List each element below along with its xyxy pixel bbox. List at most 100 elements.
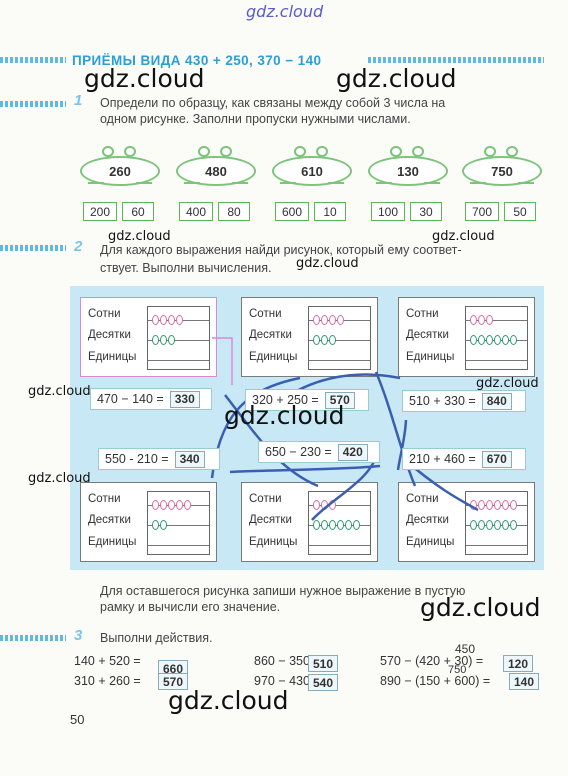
frog-right-number: 10 [314, 202, 346, 221]
task2-stripe [0, 245, 66, 251]
task3-stripe [0, 635, 66, 641]
task1-stripe [0, 101, 66, 107]
row-label-hundreds: Сотни [88, 308, 121, 320]
frog-top-number: 610 [272, 156, 352, 186]
frog-figure: 610 [272, 146, 352, 186]
frog-leg [424, 182, 440, 196]
handwritten-450: 450 [455, 642, 476, 656]
task3-answer[interactable]: 540 [308, 674, 338, 691]
watermark: gdz.cloud [476, 376, 539, 391]
abacus-rod [309, 360, 370, 361]
abacus-bead [337, 315, 344, 325]
abacus-rod [148, 340, 209, 341]
abacus-bead [321, 335, 328, 345]
task2-text-1: Для каждого выражения найди рисунок, кот… [100, 243, 462, 257]
abacus-rod [309, 545, 370, 546]
frog-top-number: 750 [462, 156, 542, 186]
abacus-bead [321, 315, 328, 325]
expression-text: 210 + 460 = [409, 452, 476, 466]
row-label-tens: Десятки [406, 329, 449, 341]
abacus-frame [147, 491, 210, 555]
abacus-bead [160, 500, 167, 510]
abacus-bead [329, 335, 336, 345]
watermark: gdz.cloud [28, 471, 91, 486]
expression-answer[interactable]: 330 [169, 390, 200, 408]
watermark-top: gdz.cloud [246, 2, 324, 21]
row-label-tens: Десятки [88, 329, 131, 341]
frog-leg [232, 182, 248, 196]
abacus-bead [160, 335, 167, 345]
abacus-bead [329, 315, 336, 325]
abacus-bead [152, 520, 159, 530]
frog-leg [184, 182, 200, 196]
row-label-tens: Десятки [249, 329, 292, 341]
frog-right-number: 60 [122, 202, 154, 221]
row-label-units: Единицы [88, 536, 137, 548]
task3-expression: 890 − (150 + 600) = [380, 674, 491, 688]
frog-figure: 480 [176, 146, 256, 186]
frog-figure: 750 [462, 146, 542, 186]
abacus-rod [148, 545, 209, 546]
abacus-bead [510, 520, 517, 530]
row-label-tens: Десятки [406, 514, 449, 526]
expression-text: 550 - 210 = [105, 452, 169, 466]
task3-answer[interactable]: 120 [503, 655, 533, 672]
expression-text: 320 + 250 = [252, 393, 319, 407]
abacus-bead [478, 500, 485, 510]
row-label-units: Единицы [406, 351, 455, 363]
abacus-rod [148, 360, 209, 361]
abacus-bead [486, 520, 493, 530]
task3-expression: 310 + 260 = [74, 674, 141, 688]
task3-answer[interactable]: 140 [509, 673, 539, 690]
frog-leg [470, 182, 486, 196]
task3-answer[interactable]: 570 [158, 673, 188, 690]
expression-answer[interactable]: 340 [174, 450, 205, 468]
abacus-bead [160, 520, 167, 530]
abacus-bead [478, 520, 485, 530]
task3-expression: 140 + 520 = [74, 654, 141, 668]
abacus-bead [502, 500, 509, 510]
row-label-units: Единицы [88, 351, 137, 363]
row-label-units: Единицы [249, 351, 298, 363]
title-stripe-left [0, 57, 66, 63]
abacus-bead [510, 500, 517, 510]
expression-answer[interactable]: 840 [481, 392, 512, 410]
connector-line [292, 373, 401, 395]
frog-right-number: 80 [218, 202, 250, 221]
task3-expression: 570 − (420 + 30) = [380, 654, 484, 668]
expression-box: 550 - 210 = 340 [98, 448, 220, 470]
expression-answer[interactable]: 570 [324, 391, 355, 409]
expression-text: 650 − 230 = [265, 445, 332, 459]
watermark: gdz.cloud [336, 64, 457, 93]
expression-text: 510 + 330 = [409, 394, 476, 408]
abacus-bead [176, 500, 183, 510]
frog-leg [280, 182, 296, 196]
expression-box: 320 + 250 = 570 [245, 389, 369, 411]
frog-leg [328, 182, 344, 196]
frog-figure: 130 [368, 146, 448, 186]
abacus-rod [466, 360, 527, 361]
sample-pointer [212, 337, 233, 385]
abacus-bead [486, 335, 493, 345]
expression-text: 470 − 140 = [97, 392, 164, 406]
task3-answer[interactable]: 510 [308, 655, 338, 672]
connector-line [229, 464, 381, 474]
abacus-bead [494, 520, 501, 530]
abacus-frame [147, 306, 210, 370]
frog-left-number: 700 [465, 202, 499, 221]
abacus-bead [502, 335, 509, 345]
frog-leg [88, 182, 104, 196]
expression-answer[interactable]: 670 [481, 450, 512, 468]
task2-text-2: ствует. Выполни вычисления. [100, 261, 272, 275]
expression-answer[interactable]: 420 [337, 443, 368, 461]
title-stripe-right [368, 57, 544, 63]
abacus-frame [308, 306, 371, 370]
abacus-rod [148, 525, 209, 526]
frog-top-number: 130 [368, 156, 448, 186]
